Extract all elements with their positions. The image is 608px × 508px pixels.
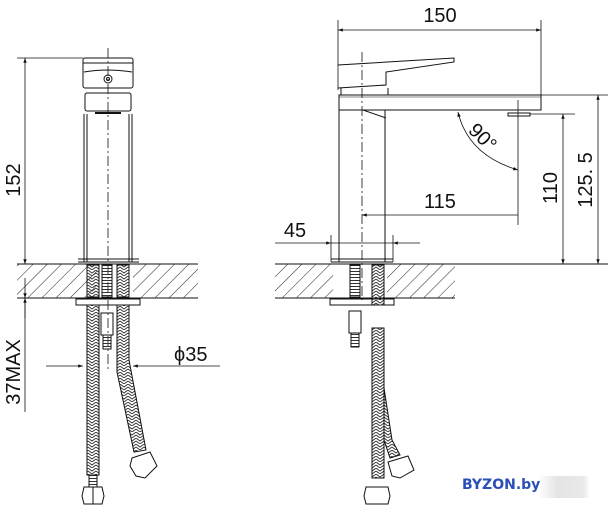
mounting-stud-side xyxy=(348,264,362,348)
label-spout-height-110: 110 xyxy=(540,172,562,204)
water-hose-side-front xyxy=(363,264,391,505)
dimension-height-152 xyxy=(17,57,83,264)
water-hose-right xyxy=(116,264,158,479)
dimension-spout-height-110 xyxy=(530,113,575,264)
dimension-base-45 xyxy=(275,235,420,262)
faucet-body-front xyxy=(78,48,139,370)
side-view xyxy=(275,20,608,505)
label-length-150: 150 xyxy=(423,5,456,27)
label-37max: 37MAX xyxy=(3,339,25,405)
mounting-plate-front xyxy=(75,298,141,306)
water-hose-side-back xyxy=(383,387,415,479)
mounting-stud-front xyxy=(100,264,114,350)
countertop-section-side xyxy=(275,263,608,299)
label-height-125-5: 125. 5 xyxy=(575,152,597,208)
label-angle-90: 90° xyxy=(464,119,501,156)
label-reach-115: 115 xyxy=(424,191,456,213)
label-base-45: 45 xyxy=(284,220,306,242)
countertop-section-front xyxy=(17,263,198,299)
watermark: BYZON.by xyxy=(460,476,590,498)
front-view xyxy=(17,48,220,505)
dimension-length-150 xyxy=(337,20,542,95)
label-diameter-35: ϕ35 xyxy=(174,344,207,366)
water-hose-left xyxy=(81,264,105,505)
watermark-text: BYZON.by xyxy=(462,477,541,493)
dimension-angle-90 xyxy=(457,111,519,171)
label-height-152: 152 xyxy=(3,163,25,196)
faucet-body-side xyxy=(331,52,542,300)
mounting-plate-side xyxy=(329,298,395,306)
dimension-height-125-5 xyxy=(541,94,608,264)
